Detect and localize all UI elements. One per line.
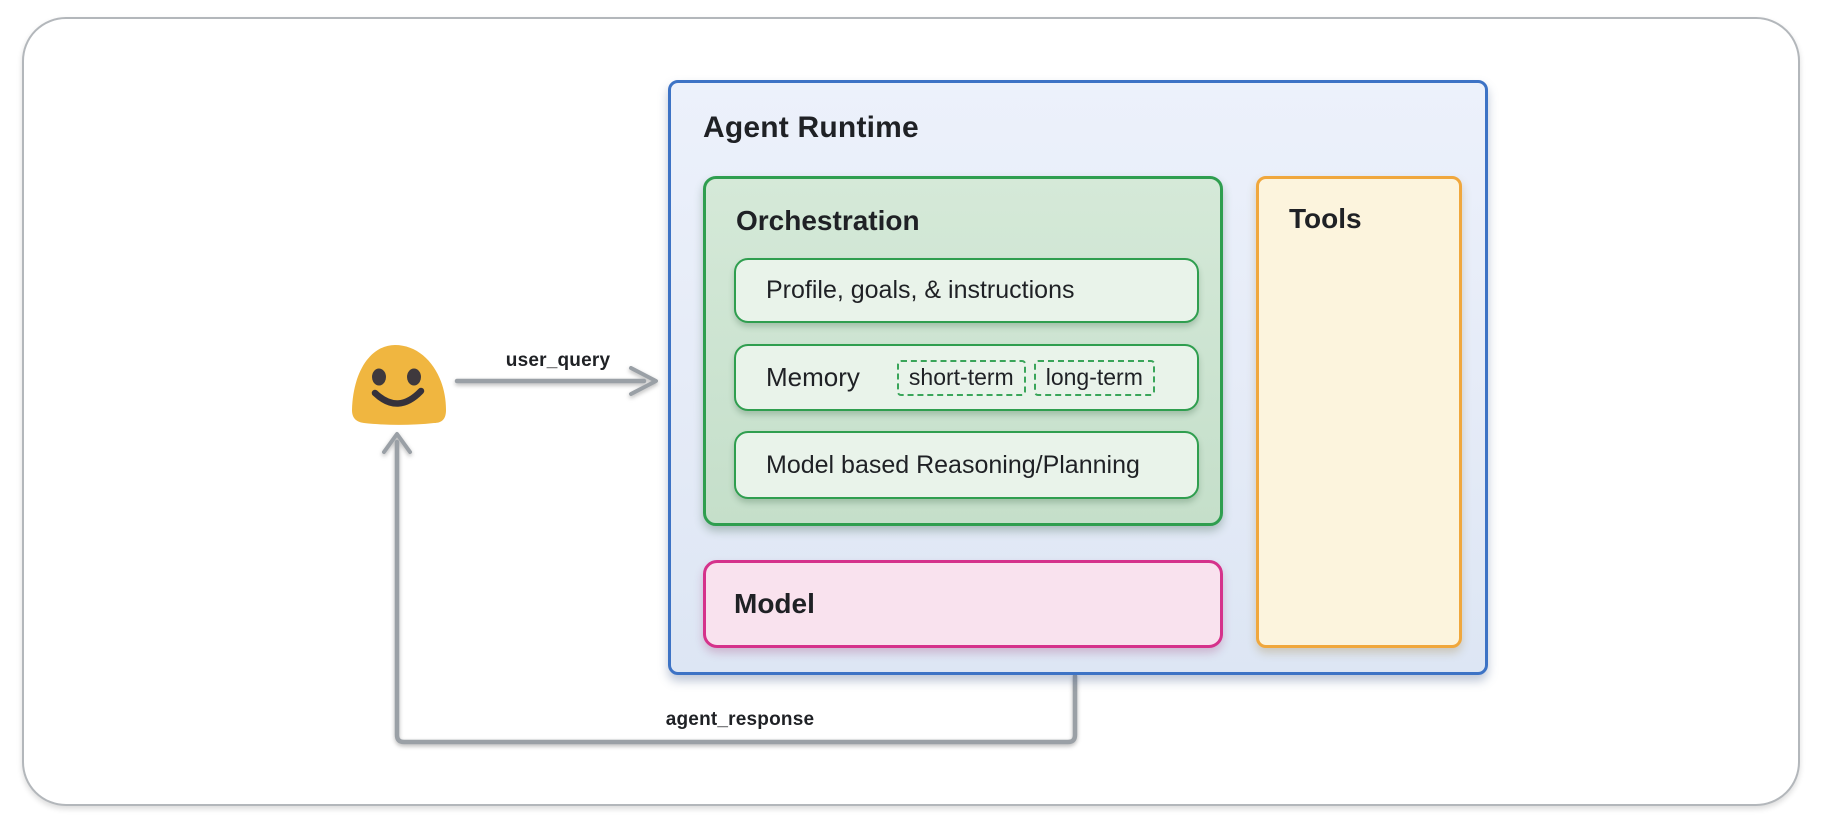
- model-title: Model: [734, 588, 815, 619]
- memory-label: Memory: [766, 362, 860, 392]
- tools-title: Tools: [1289, 203, 1362, 234]
- profile-goals-instructions-box: Profile, goals, & instructions: [734, 258, 1199, 323]
- user-emoji-icon: [350, 344, 448, 426]
- agent-runtime-box: Agent Runtime Orchestration Profile, goa…: [668, 80, 1488, 675]
- orchestration-box: Orchestration Profile, goals, & instruct…: [703, 176, 1223, 526]
- emoji-body: [352, 345, 446, 425]
- model-based-reasoning-planning-box: Model based Reasoning/Planning: [734, 431, 1199, 499]
- emoji-left-eye: [372, 368, 386, 386]
- agent-runtime-title: Agent Runtime: [703, 111, 919, 144]
- emoji-right-eye: [407, 368, 421, 386]
- memory-box: Memory short-term long-term: [734, 344, 1199, 411]
- user-query-label: user_query: [505, 350, 611, 371]
- short-term-tag: short-term: [896, 359, 1026, 396]
- tools-box: Tools: [1256, 176, 1462, 648]
- model-box: Model: [703, 560, 1223, 648]
- long-term-tag: long-term: [1033, 359, 1155, 396]
- agent-response-label: agent_response: [665, 709, 815, 730]
- model-based-reasoning-planning-label: Model based Reasoning/Planning: [766, 450, 1140, 479]
- emoji-smile: [371, 387, 425, 407]
- profile-goals-instructions-label: Profile, goals, & instructions: [766, 276, 1075, 304]
- orchestration-title: Orchestration: [736, 205, 920, 236]
